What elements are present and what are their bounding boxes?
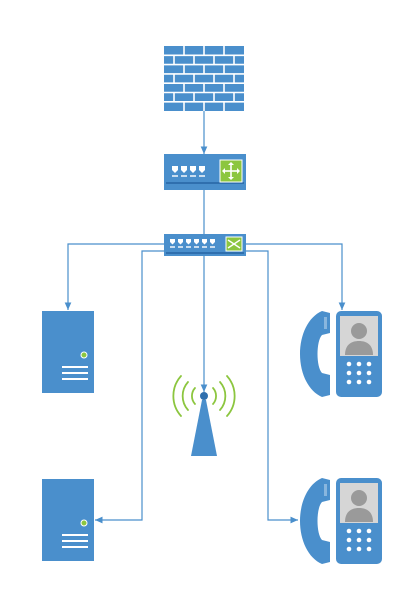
switch-icon[interactable] bbox=[164, 234, 246, 256]
router-icon[interactable] bbox=[164, 154, 246, 190]
edge-switch-ip-phone-1 bbox=[244, 243, 346, 310]
edge-switch-server-2 bbox=[95, 250, 166, 524]
edge-switch-server-1 bbox=[64, 243, 166, 310]
server-icon[interactable] bbox=[41, 310, 95, 394]
ip-phone-icon[interactable] bbox=[300, 311, 382, 397]
firewall-icon[interactable] bbox=[164, 46, 244, 111]
wireless-tower-icon[interactable] bbox=[172, 375, 236, 456]
connectors bbox=[64, 111, 346, 524]
ip-phone-icon[interactable] bbox=[300, 478, 382, 564]
server-icon[interactable] bbox=[41, 478, 95, 562]
edge-switch-ip-phone-2 bbox=[244, 250, 298, 524]
